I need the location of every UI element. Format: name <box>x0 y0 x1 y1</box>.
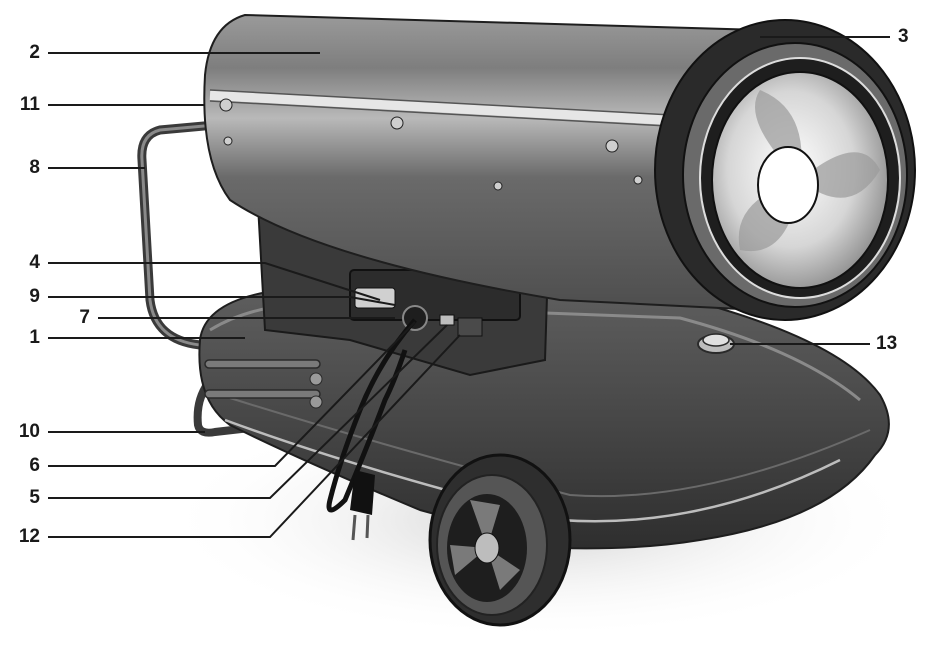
callout-8: 8 <box>0 158 40 178</box>
callout-12: 12 <box>0 527 40 547</box>
leader-6 <box>48 322 415 466</box>
callout-6: 6 <box>0 456 40 476</box>
leader-12 <box>48 335 460 537</box>
callout-7: 7 <box>50 308 90 328</box>
callout-9: 9 <box>0 287 40 307</box>
callout-11: 11 <box>0 95 40 115</box>
leader-9 <box>48 297 395 305</box>
callout-1: 1 <box>0 328 40 348</box>
callout-2: 2 <box>0 43 40 63</box>
callout-4: 4 <box>0 253 40 273</box>
callout-3: 3 <box>898 27 933 47</box>
callout-13: 13 <box>876 334 916 354</box>
leader-4 <box>48 263 380 300</box>
callout-10: 10 <box>0 422 40 442</box>
callout-5: 5 <box>0 488 40 508</box>
